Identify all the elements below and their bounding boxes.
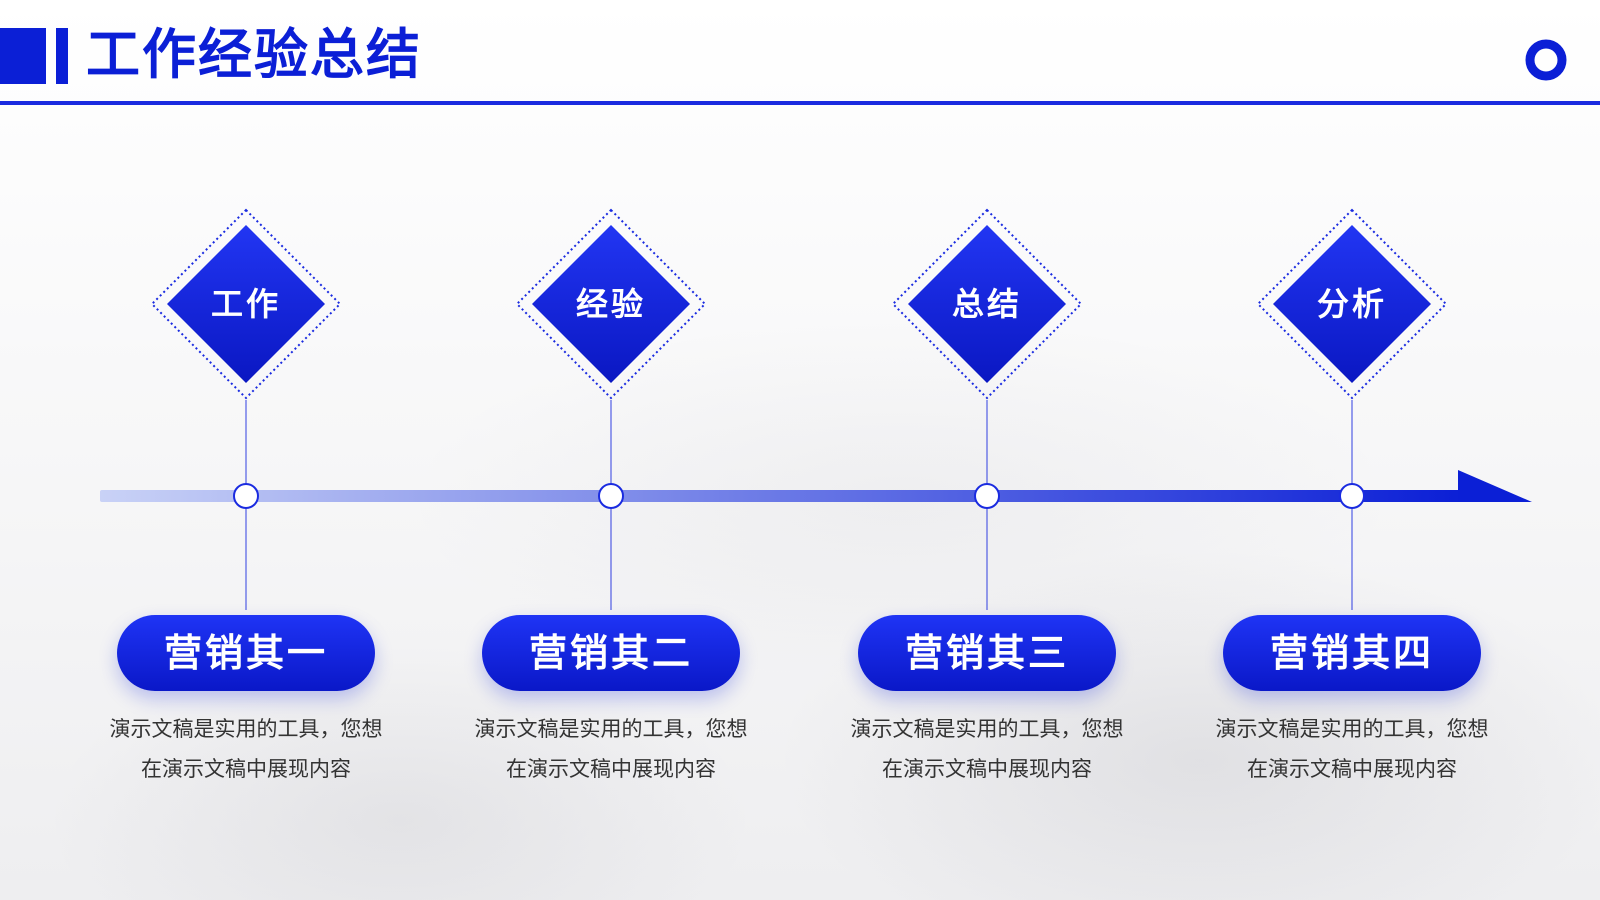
step-3-diamond (908, 225, 1066, 383)
step-3-diamond-label: 总结 (951, 285, 1022, 323)
step-2-desc-line1: 演示文稿是实用的工具，您想 (474, 717, 748, 741)
step-4-node (1339, 483, 1365, 509)
step-1-desc-line2: 在演示文稿中展现内容 (141, 757, 351, 781)
timeline-arrowhead (1458, 470, 1532, 502)
step-1-diamond-label: 工作 (210, 285, 281, 323)
step-2-desc-line2: 在演示文稿中展现内容 (506, 757, 716, 781)
header-accent-block (0, 28, 46, 84)
step-1-graphic (150, 208, 342, 610)
step-3-graphic (891, 208, 1083, 610)
step-2-node (598, 483, 624, 509)
step-1-description: 演示文稿是实用的工具，您想 在演示文稿中展现内容 (81, 709, 411, 789)
step-4-diamond (1273, 225, 1431, 383)
step-4-description: 演示文稿是实用的工具，您想 在演示文稿中展现内容 (1187, 709, 1517, 789)
step-4-graphic (1256, 208, 1448, 610)
step-1-desc-line1: 演示文稿是实用的工具，您想 (109, 717, 383, 741)
step-4-desc-line1: 演示文稿是实用的工具，您想 (1215, 717, 1489, 741)
step-3-desc-line1: 演示文稿是实用的工具，您想 (850, 717, 1124, 741)
step-1-diamond (167, 225, 325, 383)
step-3-pill-label: 营销其三 (904, 631, 1069, 675)
step-4-diamond-outline (1256, 208, 1448, 400)
step-3-node (974, 483, 1000, 509)
step-3-desc-line2: 在演示文稿中展现内容 (882, 757, 1092, 781)
ring-icon (1525, 39, 1567, 81)
step-1-node (233, 483, 259, 509)
step-2-pill-label: 营销其二 (528, 631, 693, 675)
step-4-pill-label: 营销其四 (1269, 631, 1434, 675)
step-3-description: 演示文稿是实用的工具，您想 在演示文稿中展现内容 (822, 709, 1152, 789)
step-4-diamond-label: 分析 (1316, 285, 1387, 323)
step-1-pill: 营销其一 (117, 615, 375, 691)
step-2-pill: 营销其二 (482, 615, 740, 691)
page-title: 工作经验总结 (86, 23, 422, 86)
step-2-description: 演示文稿是实用的工具，您想 在演示文稿中展现内容 (446, 709, 776, 789)
timeline-bar (100, 490, 1462, 502)
step-1-diamond-outline (150, 208, 342, 400)
header-divider (0, 101, 1600, 105)
step-3-diamond-outline (891, 208, 1083, 400)
step-2-diamond-outline (515, 208, 707, 400)
step-1-pill-label: 营销其一 (163, 631, 328, 675)
step-2-diamond (532, 225, 690, 383)
header-accent-bar (56, 28, 68, 84)
step-4-desc-line2: 在演示文稿中展现内容 (1247, 757, 1457, 781)
step-3-pill: 营销其三 (858, 615, 1116, 691)
step-2-diamond-label: 经验 (575, 285, 646, 323)
step-2-graphic (515, 208, 707, 610)
step-4-pill: 营销其四 (1223, 615, 1481, 691)
